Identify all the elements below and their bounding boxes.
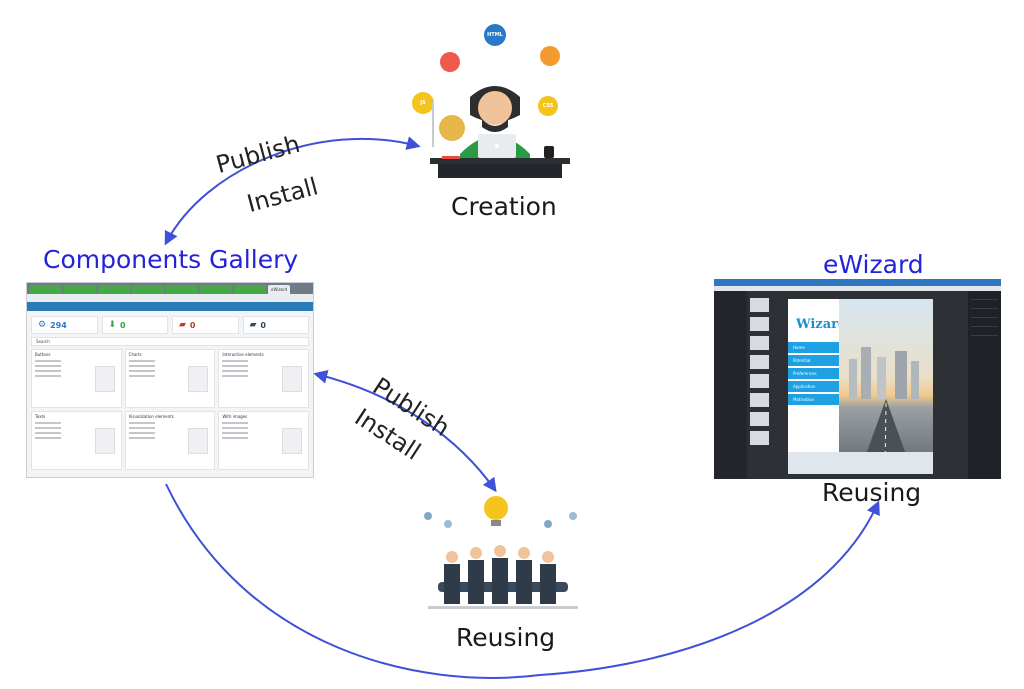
category-card: Buttons <box>31 349 122 408</box>
creation-caption: Creation <box>451 192 557 221</box>
category-card: Visualization elements <box>124 411 216 470</box>
html-icon: HTML <box>484 24 506 46</box>
code-icon <box>540 46 560 66</box>
css-icon: CSS <box>538 96 558 116</box>
category-card: With images <box>218 411 309 470</box>
tag-icon <box>440 52 460 72</box>
components-gallery-title: Components Gallery <box>43 245 299 274</box>
ewizard-logo: Wizard <box>796 317 848 332</box>
browser-tab-active: eWizard <box>268 285 291 294</box>
stat-other: 0 <box>260 320 266 330</box>
js-icon: JS <box>412 92 434 114</box>
ewizard-screenshot: Wizard Home Potential Preferences Applic… <box>714 279 1001 479</box>
gallery-categories: Buttons Charts Interactive elements Text… <box>31 349 309 470</box>
team-meeting-figure <box>424 496 578 609</box>
gallery-stats: ⚙294 ⬇0 ▰0 ▰0 <box>31 316 309 334</box>
category-card: Interactive elements <box>218 349 309 408</box>
category-card: Charts <box>124 349 216 408</box>
browser-tabs: eWizard <box>27 283 313 294</box>
ewizard-toolbar <box>714 291 747 479</box>
ewizard-properties-panel <box>968 291 1001 479</box>
ewizard-slide-thumbnails <box>750 295 780 479</box>
ewizard-reusing-caption: Reusing <box>822 478 922 507</box>
developer-figure <box>430 86 570 178</box>
gallery-header <box>27 302 313 311</box>
gallery-search: Search <box>31 337 309 346</box>
arrow-gallery-ewizard <box>165 483 880 679</box>
components-gallery-screenshot: eWizard ⚙294 ⬇0 ▰0 ▰0 Search Buttons Cha… <box>26 282 314 478</box>
stat-pending: 0 <box>189 320 196 330</box>
ewizard-slide-canvas: Wizard Home Potential Preferences Applic… <box>788 299 933 474</box>
city-road-photo <box>839 299 933 474</box>
address-bar <box>27 294 313 302</box>
stat-installs: 0 <box>120 320 126 330</box>
team-reusing-caption: Reusing <box>456 623 556 652</box>
team-illustration <box>408 494 596 618</box>
ewizard-slide-menu: Home Potential Preferences Application M… <box>788 342 839 407</box>
category-card: Texts <box>31 411 122 470</box>
arrow-creation-gallery <box>164 136 421 246</box>
arrow-gallery-team <box>313 369 497 493</box>
creation-illustration: HTML JS CSS <box>402 22 588 180</box>
stat-total: 294 <box>50 320 67 330</box>
ewizard-title: eWizard <box>823 250 924 279</box>
